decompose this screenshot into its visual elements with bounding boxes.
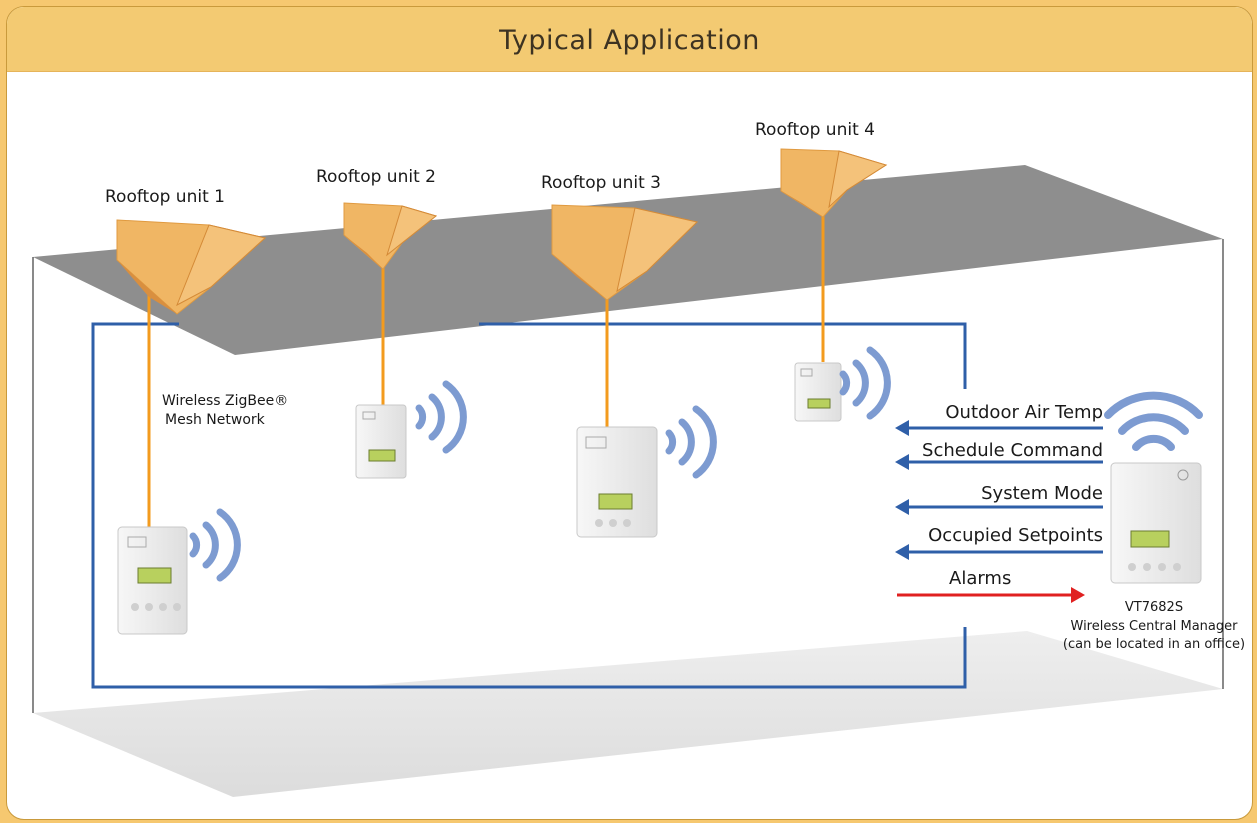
thermostat-3: [576, 426, 658, 538]
wifi-signal-3: [665, 405, 717, 479]
floor-plane: [33, 631, 1223, 797]
manager-name: Wireless Central Manager: [1070, 619, 1238, 634]
thermostat-2: [355, 404, 407, 479]
rooftop-unit-1-label: Rooftop unit 1: [105, 187, 225, 207]
command-occupied-setpoints: Occupied Setpoints: [928, 525, 1103, 546]
network-label-line1: Wireless ZigBee®: [162, 393, 289, 409]
command-schedule: Schedule Command: [922, 440, 1103, 461]
manager-model: VT7682S: [1124, 600, 1184, 615]
thermostat-4: [794, 362, 842, 422]
rooftop-unit-1: [116, 219, 267, 315]
command-system-mode: System Mode: [981, 483, 1103, 504]
rooftop-unit-4: [780, 148, 888, 218]
unit-wires: [147, 215, 825, 529]
thermostat-1: [117, 526, 188, 635]
application-diagram: [32, 148, 1224, 797]
rooftop-unit-4-label: Rooftop unit 4: [755, 120, 875, 140]
diagram-card: Typical Application: [6, 6, 1253, 820]
rooftop-unit-2-label: Rooftop unit 2: [316, 167, 436, 187]
page-title: Typical Application: [499, 25, 760, 56]
rooftop-unit-2: [343, 202, 438, 270]
command-alarms: Alarms: [949, 568, 1012, 589]
building-outline: [32, 239, 1224, 713]
title-bar: Typical Application: [7, 7, 1252, 72]
rooftop-unit-3: [551, 204, 699, 301]
central-manager-device: [1110, 462, 1202, 584]
command-outdoor-air-temp: Outdoor Air Temp: [945, 402, 1103, 423]
wifi-signal-manager: [1104, 391, 1203, 451]
network-loop: [91, 322, 967, 689]
command-arrows: [895, 420, 1103, 603]
rooftop-unit-3-label: Rooftop unit 3: [541, 173, 661, 193]
manager-note: (can be located in an office): [1062, 637, 1246, 652]
wifi-signal-4: [839, 346, 891, 420]
network-label-line2: Mesh Network: [165, 412, 265, 428]
wifi-signal-1: [189, 508, 241, 582]
wifi-signal-2: [415, 380, 467, 454]
